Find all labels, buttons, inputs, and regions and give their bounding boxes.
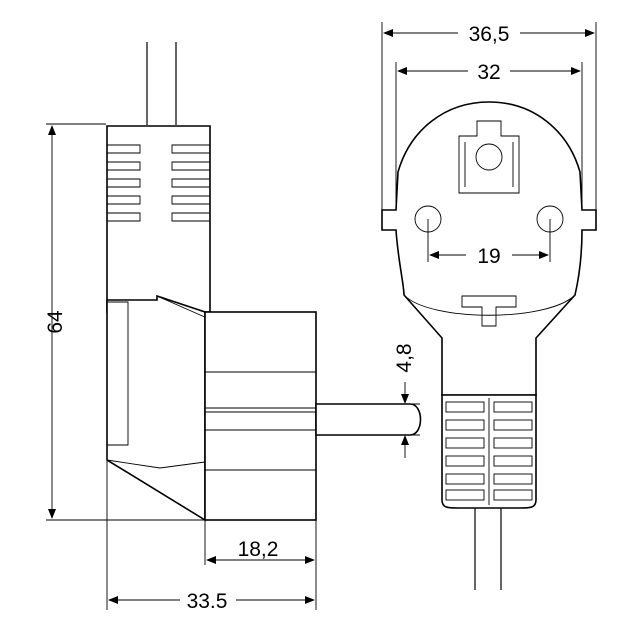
dim-face-outer-label: 36,5 (469, 23, 510, 46)
dim-face-outer: 36,5 (381, 20, 597, 210)
plug-face-block (204, 311, 317, 521)
earth-contact-circle (475, 143, 503, 171)
housing-top-edge (156, 295, 208, 319)
front-grooves (445, 398, 533, 505)
dim-pin-diameter-label: 4,8 (393, 343, 416, 372)
dim-total-width-label: 33.5 (187, 590, 228, 613)
dim-pin-diameter: 4,8 (393, 343, 420, 458)
face-block-lines (205, 371, 316, 471)
dim-height: 64 (44, 123, 205, 521)
dim-plug-width: 18,2 (204, 520, 317, 610)
t-slot (461, 295, 517, 327)
housing-side-slot (107, 301, 129, 446)
dim-total-width: 33.5 (106, 460, 315, 613)
face-lower-curve (403, 294, 576, 316)
housing-lower (106, 294, 206, 522)
dim-pin-spacing-label: 19 (477, 245, 500, 268)
side-view (106, 42, 422, 522)
dim-pin-spacing: 19 (427, 219, 551, 268)
earth-clip-inner (464, 142, 514, 187)
housing-edge (106, 459, 206, 469)
dim-face-inner: 32 (395, 58, 583, 210)
dim-height-label: 64 (44, 310, 67, 334)
dim-face-inner-label: 32 (477, 61, 500, 84)
dim-plug-width-label: 18,2 (238, 538, 279, 561)
strain-relief (106, 125, 211, 313)
plug-pin (315, 403, 422, 436)
grip-grooves (107, 144, 210, 222)
earth-clip (458, 120, 520, 194)
